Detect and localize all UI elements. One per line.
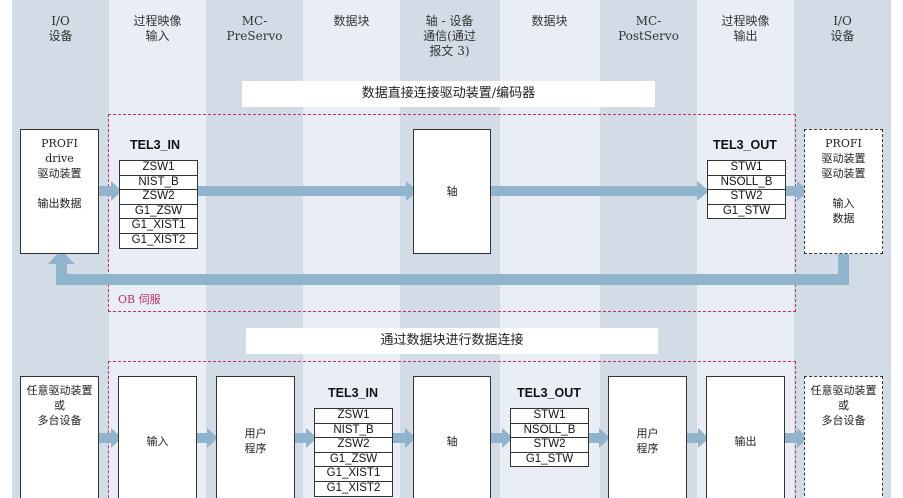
b-arrow-7-shaft bbox=[684, 433, 698, 443]
top-banner: 数据直接连接驱动装置/编码器 bbox=[242, 81, 655, 107]
arrow-axis-to-telout-shaft bbox=[491, 186, 697, 196]
arrow-telout-to-dev-shaft bbox=[785, 186, 797, 196]
column-header-mc-postservo: MC- PostServo bbox=[618, 14, 679, 43]
b-arrow-8-shaft bbox=[781, 433, 797, 443]
bottom-left-device: 任意驱动装置 或 多台设备 bbox=[20, 376, 99, 498]
column-header-data-block-2: 数据块 bbox=[531, 14, 568, 28]
register: STW1 bbox=[708, 161, 785, 176]
register: G1_XIST2 bbox=[131, 233, 186, 246]
top-tel-out-registers: STW1 NSOLL_B STW2 G1_STW bbox=[707, 160, 786, 220]
register: STW2 bbox=[708, 190, 785, 205]
bottom-banner: 通过数据块进行数据连接 bbox=[246, 328, 658, 354]
top-left-device: PROFI drive 驱动装置 输出数据 bbox=[20, 129, 99, 254]
bottom-region bbox=[108, 361, 796, 498]
register: NSOLL_B bbox=[511, 424, 588, 439]
ob-servo-label: OB 伺服 bbox=[118, 293, 161, 306]
b-arrow-4-shaft bbox=[389, 433, 405, 443]
bottom-axis-box: 轴 bbox=[413, 376, 491, 498]
register: STW1 bbox=[511, 409, 588, 424]
bottom-user-program-2: 用户 程序 bbox=[608, 376, 687, 498]
register: NIST_B bbox=[315, 424, 392, 439]
arrow-dev-to-telin-head bbox=[111, 181, 122, 201]
b-arrow-2-head bbox=[207, 428, 218, 448]
b-arrow-3-shaft bbox=[292, 433, 306, 443]
b-arrow-5-shaft bbox=[488, 433, 502, 443]
arrow-telout-to-dev-head bbox=[797, 181, 809, 201]
b-arrow-8-head bbox=[797, 428, 808, 448]
arrow-telin-to-axis-head bbox=[406, 181, 418, 201]
column-header-axis-comm: 轴 - 设备 通信(通过 报文 3) bbox=[423, 14, 476, 58]
loop-bottom-segment bbox=[56, 274, 849, 285]
column-header-io-device-out: I/O 设备 bbox=[830, 14, 855, 43]
bottom-right-device: 任意驱动装置 或 多台设备 bbox=[804, 376, 883, 498]
b-arrow-6-head bbox=[599, 428, 610, 448]
b-arrow-1-shaft bbox=[97, 433, 111, 443]
b-arrow-5-head bbox=[502, 428, 513, 448]
arrow-dev-to-telin-shaft bbox=[97, 186, 111, 196]
register: STW2 bbox=[511, 438, 588, 453]
bottom-output-box: 输出 bbox=[706, 376, 785, 498]
top-axis-box: 轴 bbox=[413, 129, 491, 254]
loop-right-segment bbox=[838, 250, 849, 285]
loop-left-segment bbox=[56, 262, 67, 285]
column-header-mc-preservo: MC- PreServo bbox=[226, 14, 283, 43]
top-tel-in-registers: ZSW1 NIST_B ZSW2 G1_ZSW G1_XIST1 G1_XIST… bbox=[119, 160, 198, 249]
b-arrow-1-head bbox=[111, 428, 122, 448]
register: G1_ZSW bbox=[315, 453, 392, 468]
bottom-tel-in-title: TEL3_IN bbox=[327, 386, 378, 400]
register: ZSW1 bbox=[120, 161, 197, 176]
arrow-telin-to-axis-shaft bbox=[196, 186, 406, 196]
bottom-input-box: 输入 bbox=[118, 376, 197, 498]
column-header-io-device-in: I/O 设备 bbox=[48, 14, 73, 43]
register: G1_XIST1 bbox=[315, 467, 392, 482]
top-tel-out-title: TEL3_OUT bbox=[713, 138, 777, 152]
loop-arrowhead bbox=[48, 250, 75, 264]
register: G1_STW bbox=[722, 204, 771, 217]
register: NIST_B bbox=[120, 176, 197, 191]
b-arrow-7-head bbox=[698, 428, 709, 448]
b-arrow-4-head bbox=[405, 428, 416, 448]
register: ZSW2 bbox=[315, 438, 392, 453]
bottom-tel-out-registers: STW1 NSOLL_B STW2 G1_STW bbox=[510, 408, 589, 468]
column-header-pi-output: 过程映像 输出 bbox=[721, 14, 770, 43]
top-right-device: PROFI 驱动装置 驱动装置 输入 数据 bbox=[804, 129, 883, 254]
b-arrow-3-head bbox=[306, 428, 317, 448]
ob-servo-region bbox=[108, 114, 796, 312]
register: G1_ZSW bbox=[120, 205, 197, 220]
column-header-data-block-1: 数据块 bbox=[333, 14, 370, 28]
arrow-axis-to-telout-head bbox=[697, 181, 709, 201]
bottom-tel-in-registers: ZSW1 NIST_B ZSW2 G1_ZSW G1_XIST1 G1_XIST… bbox=[314, 408, 393, 497]
b-arrow-6-shaft bbox=[585, 433, 599, 443]
register: ZSW1 bbox=[315, 409, 392, 424]
register: NSOLL_B bbox=[708, 176, 785, 191]
register: G1_XIST1 bbox=[120, 219, 197, 234]
register: ZSW2 bbox=[120, 190, 197, 205]
top-tel-in-title: TEL3_IN bbox=[129, 138, 180, 152]
register: G1_XIST2 bbox=[326, 481, 381, 494]
bottom-tel-out-title: TEL3_OUT bbox=[517, 386, 581, 400]
column-header-pi-input: 过程映像 输入 bbox=[133, 14, 182, 43]
register: G1_STW bbox=[525, 452, 574, 465]
bottom-user-program-1: 用户 程序 bbox=[216, 376, 295, 498]
b-arrow-2-shaft bbox=[193, 433, 207, 443]
